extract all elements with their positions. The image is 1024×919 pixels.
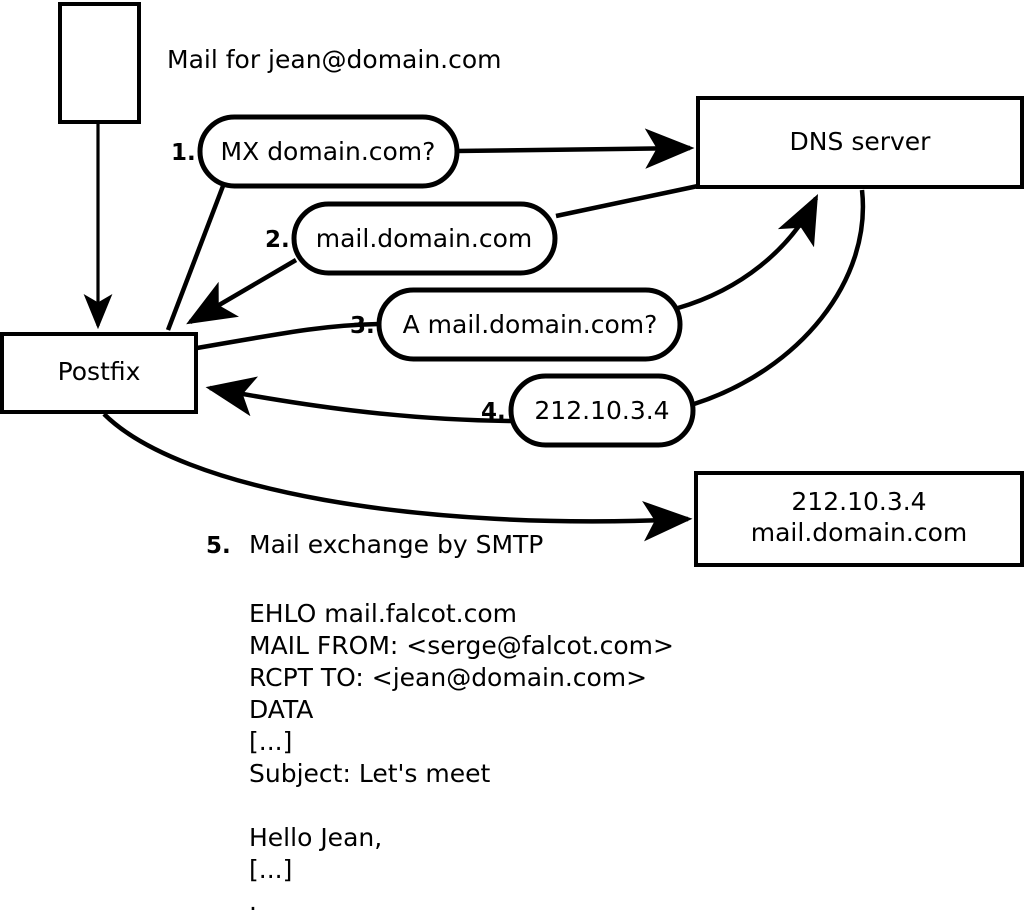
step-4-label: 212.10.3.4 bbox=[534, 396, 669, 425]
edge-dns-to-step4 bbox=[693, 189, 866, 407]
step-2-pill[interactable] bbox=[291, 201, 558, 276]
step-1-number: 1. bbox=[171, 140, 196, 166]
transcript-line-4: DATA bbox=[249, 695, 313, 724]
step-5-number: 5. bbox=[206, 533, 231, 559]
step-3-label: A mail.domain.com? bbox=[403, 310, 658, 339]
transcript-line-6: Subject: Let's meet bbox=[249, 759, 490, 788]
step-2-number: 2. bbox=[265, 227, 290, 253]
target-server-hostname: mail.domain.com bbox=[751, 518, 967, 547]
step-2-label: mail.domain.com bbox=[316, 224, 532, 253]
step-4-number: 4. bbox=[481, 399, 506, 425]
sender-box[interactable] bbox=[58, 2, 141, 124]
edge-step4-to-postfix bbox=[205, 376, 512, 424]
edge-dns-to-step2 bbox=[555, 183, 699, 219]
transcript-line-3: RCPT TO: <jean@domain.com> bbox=[249, 663, 647, 692]
step-1-pill[interactable] bbox=[197, 114, 460, 189]
edge-postfix-to-target bbox=[102, 412, 693, 542]
step-3-pill[interactable] bbox=[376, 287, 683, 362]
mail-for-caption: Mail for jean@domain.com bbox=[167, 45, 502, 74]
target-server-box[interactable] bbox=[694, 471, 1024, 567]
step-5-label: Mail exchange by SMTP bbox=[249, 530, 543, 559]
transcript-line-5: [...] bbox=[249, 727, 292, 756]
transcript-line-9: [...] bbox=[249, 855, 292, 884]
postfix-box[interactable] bbox=[0, 332, 198, 414]
edge-postfix-to-step1 bbox=[165, 185, 226, 331]
edge-step3-to-dns bbox=[677, 193, 819, 311]
postfix-label: Postfix bbox=[58, 357, 141, 386]
edge-step1-to-dns bbox=[455, 128, 695, 169]
transcript-line-1: EHLO mail.falcot.com bbox=[249, 599, 517, 628]
step-3-number: 3. bbox=[350, 313, 375, 339]
dns-server-box[interactable] bbox=[696, 96, 1024, 189]
transcript-line-2: MAIL FROM: <serge@falcot.com> bbox=[249, 631, 674, 660]
edge-step2-to-postfix bbox=[186, 258, 298, 325]
transcript-line-8: Hello Jean, bbox=[249, 823, 382, 852]
dns-server-label: DNS server bbox=[790, 127, 932, 156]
target-server-ip: 212.10.3.4 bbox=[791, 487, 926, 516]
edge-postfix-to-step3 bbox=[196, 321, 380, 351]
step-4-pill[interactable] bbox=[508, 373, 696, 448]
transcript-line-10: . bbox=[249, 887, 257, 916]
step-1-label: MX domain.com? bbox=[221, 137, 436, 166]
